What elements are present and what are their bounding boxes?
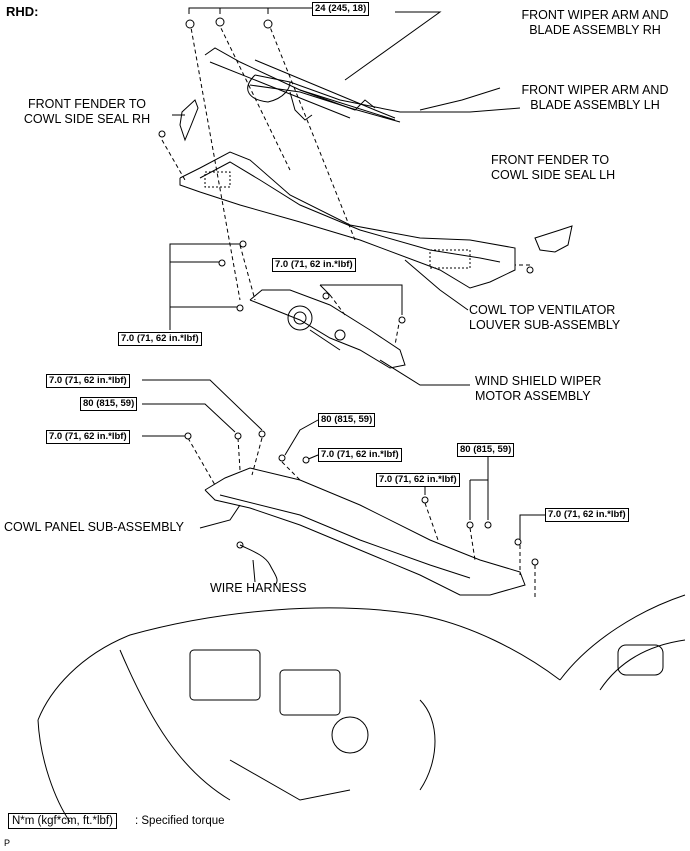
torque-panel-center: 7.0 (71, 62 in.*lbf) — [318, 448, 402, 462]
fasteners — [158, 17, 539, 566]
torque-panel-upper: 7.0 (71, 62 in.*lbf) — [46, 374, 130, 388]
label-wire-harness: WIRE HARNESS — [210, 581, 307, 595]
fender-seal-lh — [534, 225, 573, 253]
cowl-panel — [205, 468, 525, 595]
torque-motor-left: 7.0 (71, 62 in.*lbf) — [118, 332, 202, 346]
callout-lines — [142, 8, 545, 582]
torque-motor-right: 7.0 (71, 62 in.*lbf) — [272, 258, 356, 272]
dashed-leaders — [162, 22, 535, 600]
wire-harness — [236, 541, 278, 586]
torque-panel-lower: 7.0 (71, 62 in.*lbf) — [46, 430, 130, 444]
torque-panel-80-right: 80 (815, 59) — [457, 443, 515, 457]
legend-torque-unit: N*m (kgf*cm, ft.*lbf) — [8, 813, 117, 829]
diagram-title: RHD: — [6, 4, 39, 19]
torque-panel-far-right: 7.0 (71, 62 in.*lbf) — [545, 508, 629, 522]
wiper-arm-rh — [205, 48, 395, 120]
footer-note: P — [4, 838, 11, 848]
wiper-arm-lh — [247, 75, 520, 122]
legend-torque-text: : Specified torque — [135, 815, 225, 827]
torque-wiper-nuts: 24 (245, 18) — [312, 2, 370, 16]
car-body — [37, 594, 686, 823]
fender-seal-rh — [179, 99, 199, 142]
torque-panel-80-left: 80 (815, 59) — [80, 397, 138, 411]
torque-panel-right: 7.0 (71, 62 in.*lbf) — [376, 473, 460, 487]
label-cowl-panel: COWL PANEL SUB-ASSEMBLY — [4, 520, 184, 534]
wiper-motor-link — [250, 290, 405, 368]
torque-panel-80-center: 80 (815, 59) — [318, 413, 376, 427]
cowl-louver — [180, 152, 515, 288]
